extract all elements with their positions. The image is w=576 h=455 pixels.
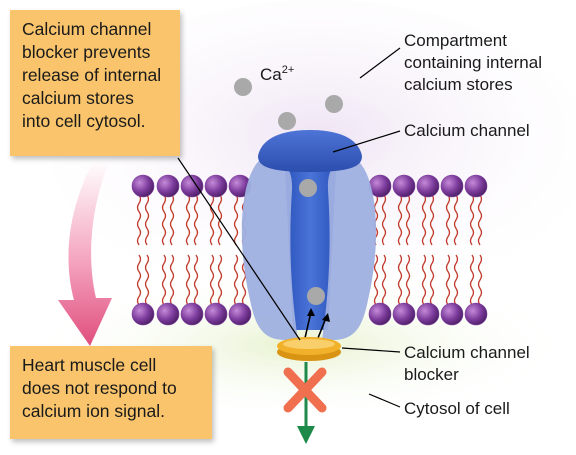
- lipid-tail: [381, 254, 387, 306]
- channel-pore-core: [285, 170, 336, 330]
- calcium-ion: [234, 78, 252, 96]
- lipid-head: [180, 302, 204, 326]
- cytosol-label: Cytosol of cell: [404, 399, 510, 418]
- lipid-head: [440, 302, 464, 326]
- leader-line-blocker: [341, 347, 401, 353]
- lipid-tail: [453, 254, 459, 306]
- lipid-tail: [169, 194, 175, 246]
- lipid-head: [416, 174, 440, 198]
- lipid-tail: [136, 194, 142, 246]
- lipid-tail: [193, 194, 199, 246]
- blocked-ion-arrows: [304, 308, 330, 339]
- leader-line-channel: [332, 130, 401, 153]
- calcium-channel-blocker: [277, 337, 341, 361]
- lipid-tail: [405, 194, 411, 246]
- blocker-label: Calcium channel blocker: [404, 343, 530, 384]
- lipid-tail: [233, 194, 239, 246]
- leader-line-note-to-blocker: [177, 157, 301, 341]
- lipid-tail: [397, 254, 403, 306]
- lipid-tail: [209, 194, 215, 246]
- blocker-effect-note: Calcium channel blocker prevents release…: [10, 10, 180, 156]
- lipid-tail: [233, 254, 239, 306]
- lipid-tail: [421, 194, 427, 246]
- lipid-head: [392, 174, 416, 198]
- lipid-head: [131, 174, 155, 198]
- lipid-head: [368, 302, 392, 326]
- channel-label: Calcium channel: [404, 121, 530, 140]
- lipid-tail: [373, 254, 379, 306]
- lipid-tail: [161, 254, 167, 306]
- lipid-tail: [477, 194, 483, 246]
- lipid-tail: [185, 254, 191, 306]
- lipid-tail: [405, 254, 411, 306]
- result-note: Heart muscle cell does not respond to ca…: [10, 346, 212, 439]
- lipid-bilayer: [131, 174, 488, 326]
- lipid-tail: [217, 254, 223, 306]
- lipid-tail: [477, 254, 483, 306]
- x-mark-icon: [283, 367, 327, 413]
- calcium-channel: [241, 130, 377, 340]
- lipid-head: [204, 302, 228, 326]
- calcium-ion: [325, 95, 343, 113]
- ion-label: Ca2+: [260, 64, 294, 84]
- lipid-head: [464, 174, 488, 198]
- leader-lines: [177, 47, 401, 408]
- lipid-tail: [429, 254, 435, 306]
- lipid-tail: [136, 254, 142, 306]
- lipid-tail: [445, 194, 451, 246]
- curved-arrow: [58, 160, 112, 346]
- compartment-label: Compartment containing internal calcium …: [404, 31, 542, 94]
- channel-subunit-left: [241, 158, 298, 340]
- lipid-tail: [445, 254, 451, 306]
- lipid-head: [440, 174, 464, 198]
- lipid-head: [228, 302, 252, 326]
- lipid-tail: [185, 194, 191, 246]
- lipid-head: [156, 174, 180, 198]
- lipid-tail: [397, 194, 403, 246]
- lipid-tail: [144, 194, 150, 246]
- calcium-ion: [299, 179, 317, 197]
- lipid-head: [180, 174, 204, 198]
- calcium-ions: [234, 78, 343, 305]
- leader-line-compartment: [359, 47, 401, 79]
- channel-subunit-right: [322, 158, 377, 340]
- lipid-tail: [209, 254, 215, 306]
- lipid-head: [416, 302, 440, 326]
- blocked-signal: [283, 362, 327, 444]
- signal-arrowhead: [297, 426, 315, 444]
- lipid-tail: [161, 194, 167, 246]
- lipid-tail: [469, 254, 475, 306]
- lipid-tail: [193, 254, 199, 306]
- lipid-head: [392, 302, 416, 326]
- lipid-head: [131, 302, 155, 326]
- lipid-tail: [381, 194, 387, 246]
- lipid-head: [204, 174, 228, 198]
- calcium-ion: [278, 112, 296, 130]
- lipid-tail: [421, 254, 427, 306]
- lipid-tail: [453, 194, 459, 246]
- lipid-head: [156, 302, 180, 326]
- lipid-head: [464, 302, 488, 326]
- lipid-tail: [169, 254, 175, 306]
- leader-line-cytosol: [368, 393, 401, 408]
- lipid-tail: [429, 194, 435, 246]
- lipid-tail: [469, 194, 475, 246]
- lipid-tail: [144, 254, 150, 306]
- channel-cap: [258, 130, 362, 172]
- calcium-ion: [307, 287, 325, 305]
